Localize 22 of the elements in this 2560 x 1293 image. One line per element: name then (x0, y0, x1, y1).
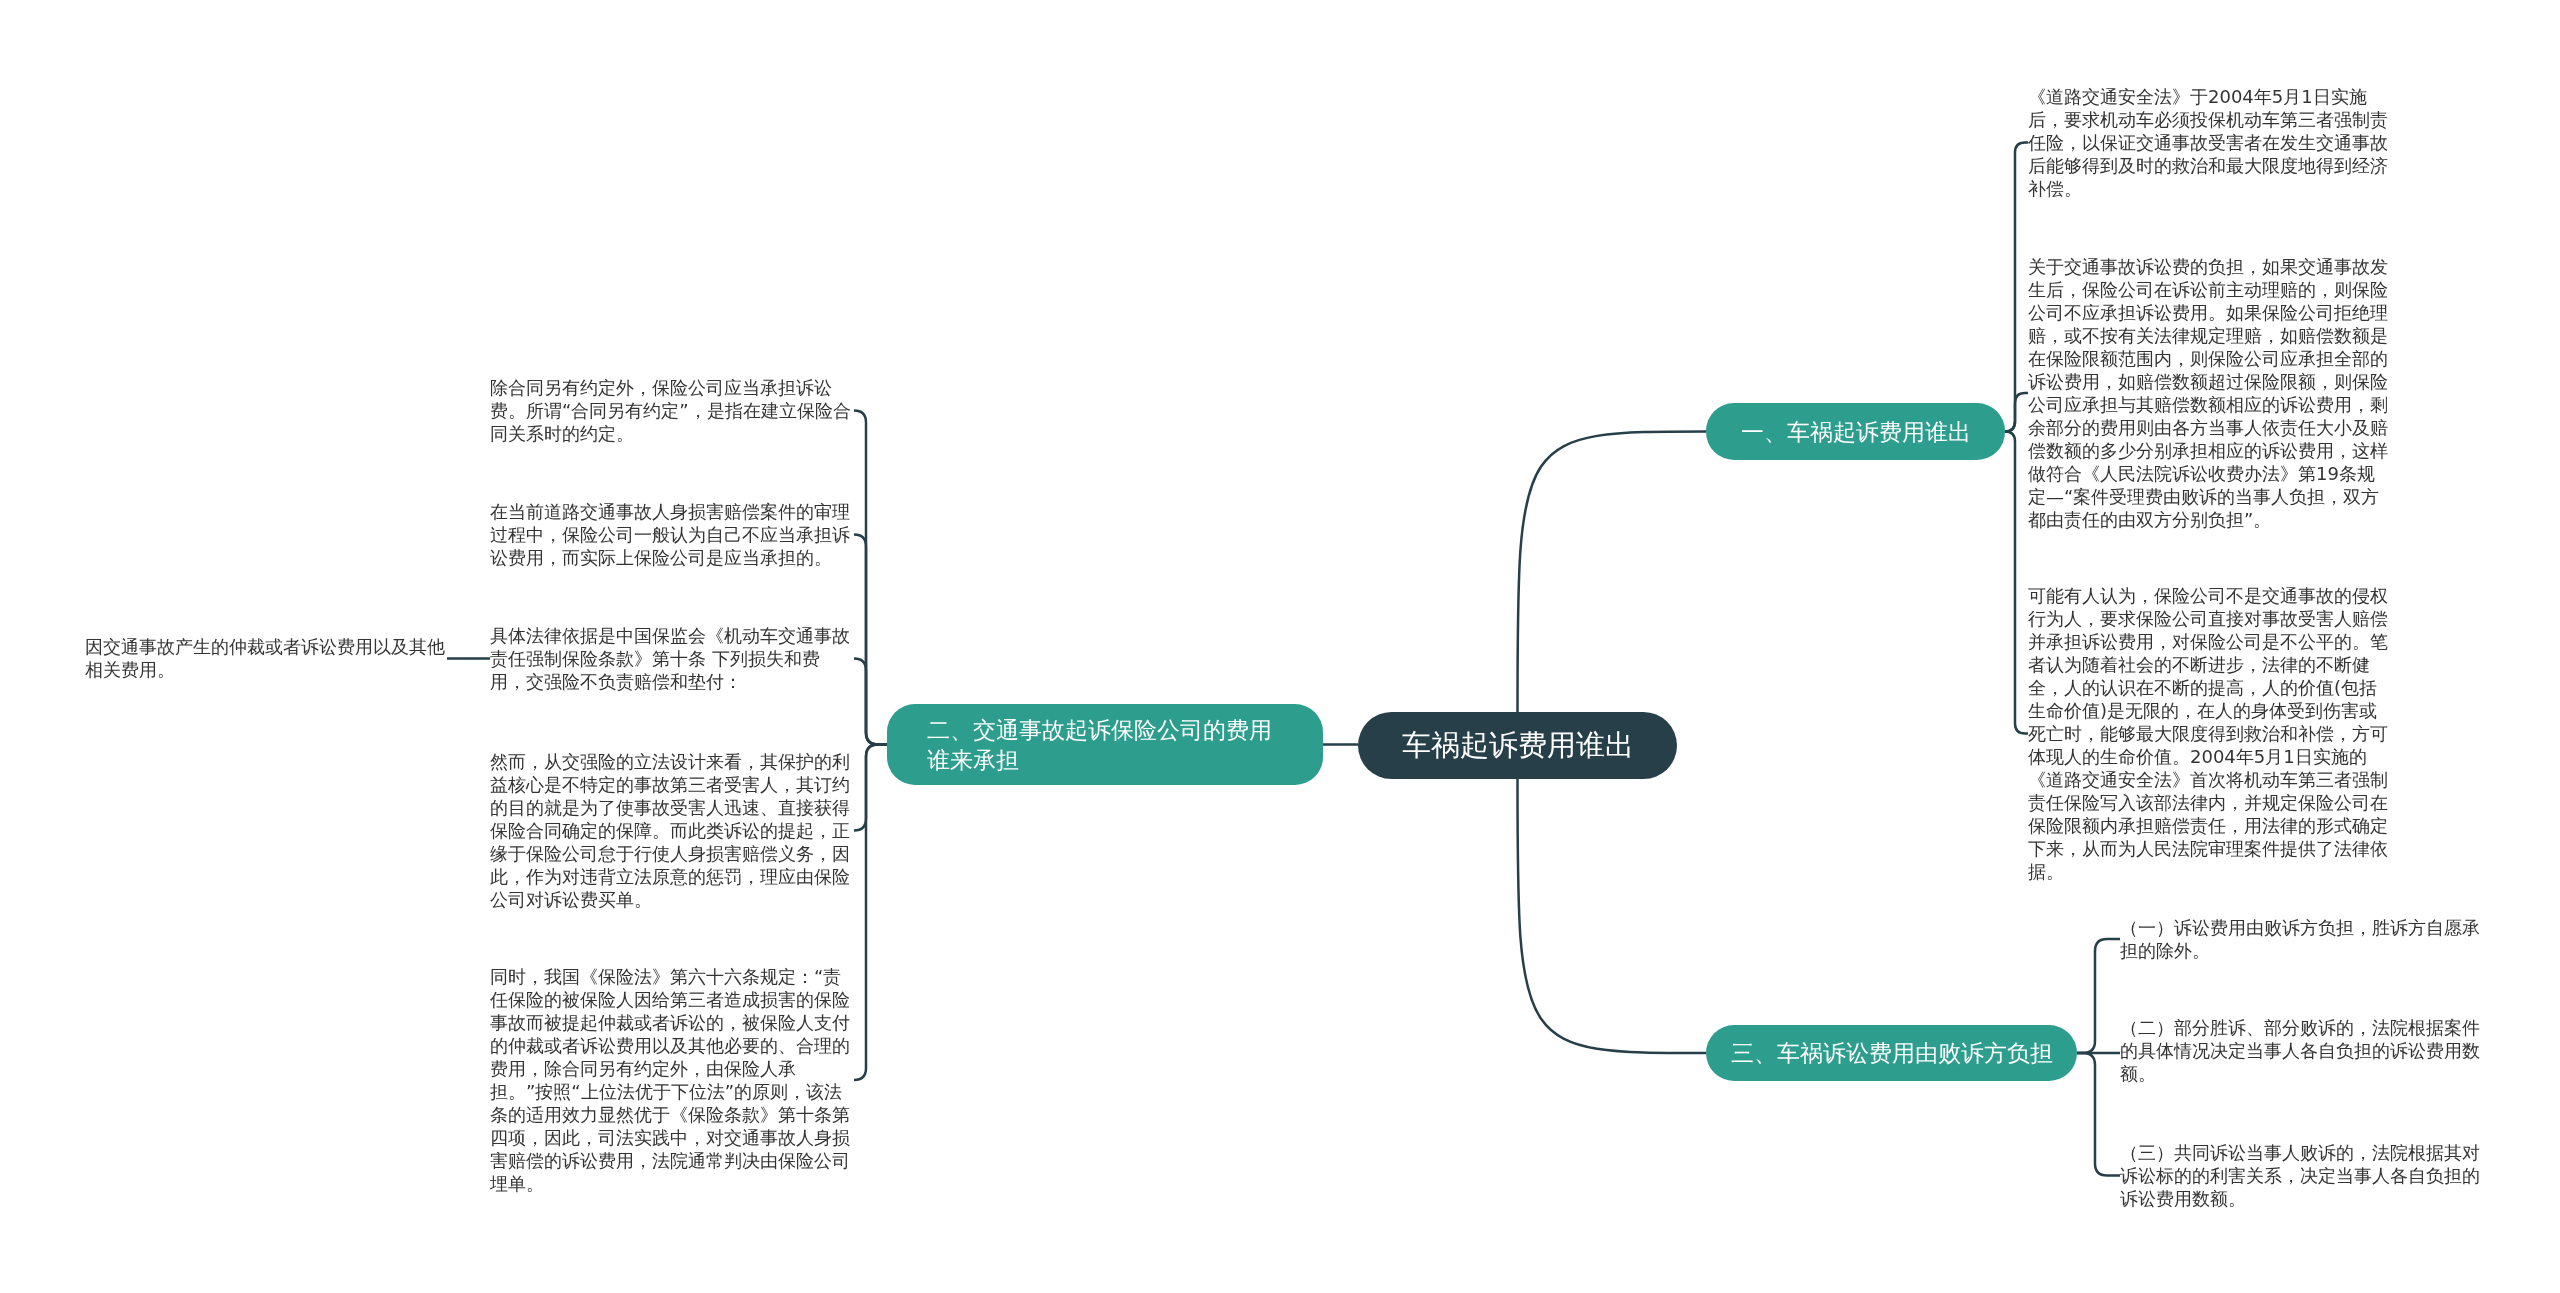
note-text: （二）部分胜诉、部分败诉的，法院根据案件的具体情况决定当事人各自负担的诉讼费用数额。 (2120, 1016, 2484, 1085)
note-text: 因交通事故产生的仲裁或者诉讼费用以及其他相关费用。 (85, 635, 447, 681)
connector-line (2003, 430, 2028, 735)
note-text: 关于交通事故诉讼费的负担，如果交通事故发生后，保险公司在诉讼前主动理赔的，则保险公司不应承担诉讼费用。如果保险公司拒绝理赔，或不按有关法律规定理赔，如赔偿数额是在保险限额范围内，则保险公司应承担全部的诉讼费用，如赔偿数额超过保险限额，则保险公司应承担与其赔偿数额相应的诉讼费用，剩余部分的费用则由各方当事人依责任大小及赔偿数额的多少分别承担相应的诉讼费用，这样做符合《人民法院诉讼收费办法》第19条规定—“案件受理费由败诉的当事人负担，双方都由责任的由双方分别负担”。 (2028, 255, 2392, 531)
connector-line (1323, 743, 1358, 746)
connector-line (447, 657, 490, 660)
branch-topic: 三、车祸诉讼费用由败诉方负担 (1706, 1025, 2077, 1081)
central-topic: 车祸起诉费用谁出 (1358, 712, 1677, 779)
connector-line (852, 743, 887, 1082)
connector-line (1516, 430, 1706, 712)
branch-topic: 一、车祸起诉费用谁出 (1706, 403, 2005, 460)
note-text: 在当前道路交通事故人身损害赔偿案件的审理过程中，保险公司一般认为自己不应当承担诉讼费用，而实际上保险公司是应当承担的。 (490, 500, 854, 569)
note-text: 同时，我国《保险法》第六十六条规定：“责任保险的被保险人因给第三者造成损害的保险事故而被提起仲裁或者诉讼的，被保险人支付的仲裁或者诉讼费用以及其他必要的、合理的费用，除合同另有约定外，由保险人承担。”按照“上位法优于下位法”的原则，该法条的适用效力显然优于《保险条款》第十条第四项，因此，司法实践中，对交通事故人身损害赔偿的诉讼费用，法院通常判决由保险公司埋单。 (490, 965, 854, 1195)
note-text: 然而，从交强险的立法设计来看，其保护的利益核心是不特定的事故第三者受害人，其订约的目的就是为了使事故受害人迅速、直接获得保险合同确定的保障。而此类诉讼的提起，正缘于保险公司怠于行使人身损害赔偿义务，因此，作为对违背立法原意的惩罚，理应由保险公司对诉讼费买单。 (490, 750, 854, 911)
note-text: 除合同另有约定外，保险公司应当承担诉讼费。所谓“合同另有约定”，是指在建立保险合同关系时的约定。 (490, 376, 854, 445)
branch-topic: 二、交通事故起诉保险公司的费用谁来承担 (887, 704, 1323, 785)
note-text: 可能有人认为，保险公司不是交通事故的侵权行为人，要求保险公司直接对事故受害人赔偿并承担诉讼费用，对保险公司是不公平的。笔者认为随着社会的不断进步，法律的不断健全，人的认识在不断的提高，人的价值(包括生命价值)是无限的，在人的身体受到伤害或死亡时，能够最大限度得到救治和补偿，方可体现人的生命价值。2004年5月1日实施的《道路交通安全法》首次将机动车第三者强制责任保险写入该部法律内，并规定保险公司在保险限额内承担赔偿责任，用法律的形式确定下来，从而为人民法院审理案件提供了法律依据。 (2028, 584, 2392, 883)
connector-line (1516, 779, 1706, 1055)
note-text: 《道路交通安全法》于2004年5月1日实施后，要求机动车必须投保机动车第三者强制责任险，以保证交通事故受害者在发生交通事故后能够得到及时的救治和最大限度地得到经济补偿。 (2028, 85, 2392, 200)
note-text: （三）共同诉讼当事人败诉的，法院根据其对诉讼标的的利害关系，决定当事人各自负担的诉讼费用数额。 (2120, 1141, 2484, 1210)
note-text: （一）诉讼费用由败诉方负担，胜诉方自愿承担的除外。 (2120, 916, 2484, 962)
note-text: 具体法律依据是中国保监会《机动车交通事故责任强制保险条款》第十条 下列损失和费用，交强险不负责赔偿和垫付： (490, 624, 854, 693)
